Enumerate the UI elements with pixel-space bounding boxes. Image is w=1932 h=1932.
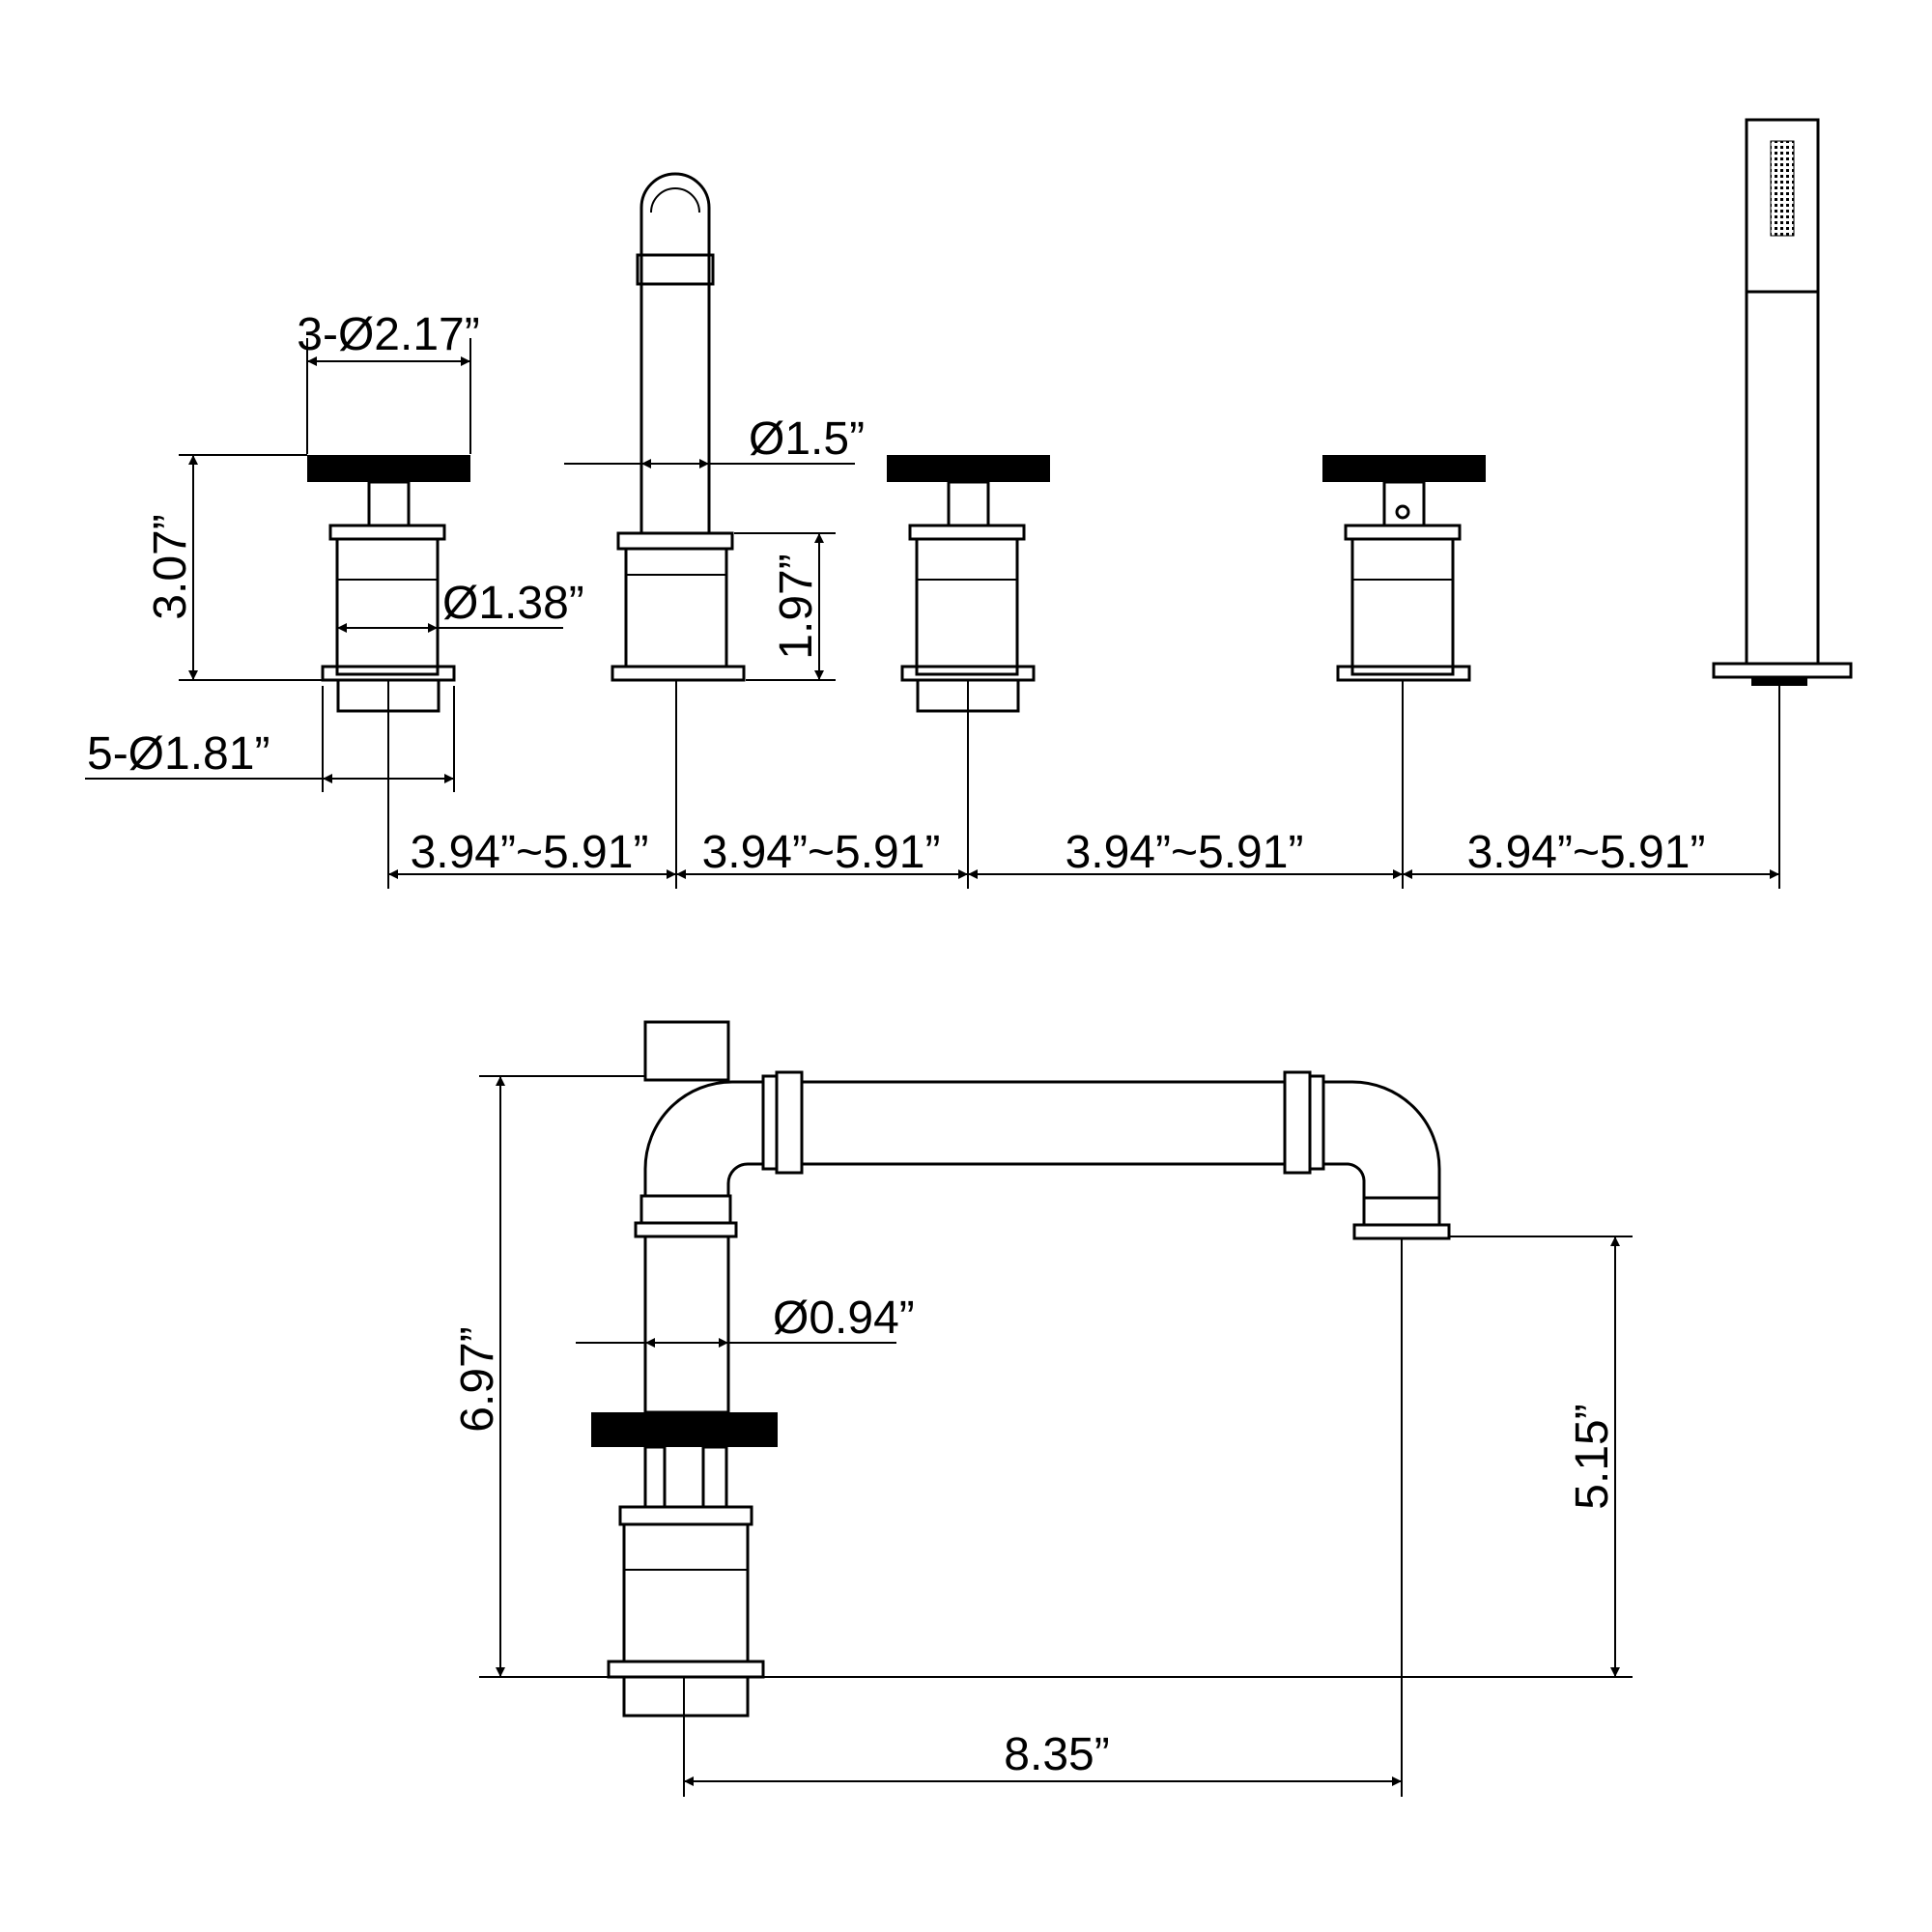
dim-label-spacing-2: 3.94”~5.91” (702, 827, 941, 878)
dim-valve-diameter: Ø1.38” (337, 578, 584, 633)
middle-handle-valve (887, 455, 1050, 713)
dim-handle-height: 3.07” (145, 454, 323, 681)
dim-spout-height: 5.15” (763, 1236, 1633, 1678)
dim-label-hole-diameter: 5-Ø1.81” (87, 728, 270, 780)
main-spout (611, 172, 746, 682)
dim-label-spout-diameter: Ø1.5” (749, 413, 865, 465)
hand-shower (1712, 118, 1853, 686)
dim-spout-reach: 8.35” (683, 1238, 1403, 1797)
dim-label-escutcheon-height: 1.97” (771, 554, 822, 659)
dim-spacing-chain: 3.94”~5.91” 3.94”~5.91” 3.94”~5.91” 3.94… (387, 680, 1780, 889)
dim-escutcheon-height: 1.97” (734, 532, 836, 681)
dim-label-spacing-4: 3.94”~5.91” (1467, 827, 1706, 878)
dim-label-spacing-1: 3.94”~5.91” (411, 827, 649, 878)
dim-spout-diameter: Ø1.5” (564, 413, 865, 469)
dim-label-handle-diameter: 3-Ø2.17” (297, 309, 479, 360)
dim-label-spacing-3: 3.94”~5.91” (1065, 827, 1304, 878)
diverter-handle-valve (1322, 455, 1486, 682)
dim-label-handle-height: 3.07” (145, 514, 196, 619)
dim-overall-height: 6.97” (452, 1075, 645, 1678)
dim-label-overall-height: 6.97” (452, 1326, 503, 1432)
dim-handle-diameter: 3-Ø2.17” (297, 309, 480, 454)
dim-label-spout-reach: 8.35” (1004, 1729, 1109, 1780)
dim-label-spout-height: 5.15” (1567, 1404, 1618, 1509)
dim-label-stem-diameter: Ø0.94” (773, 1293, 915, 1344)
side-view-spout (591, 1020, 1451, 1718)
dim-stem-diameter: Ø0.94” (576, 1293, 915, 1348)
dim-hole-diameter: 5-Ø1.81” (85, 686, 455, 792)
dim-label-valve-diameter: Ø1.38” (442, 578, 584, 629)
